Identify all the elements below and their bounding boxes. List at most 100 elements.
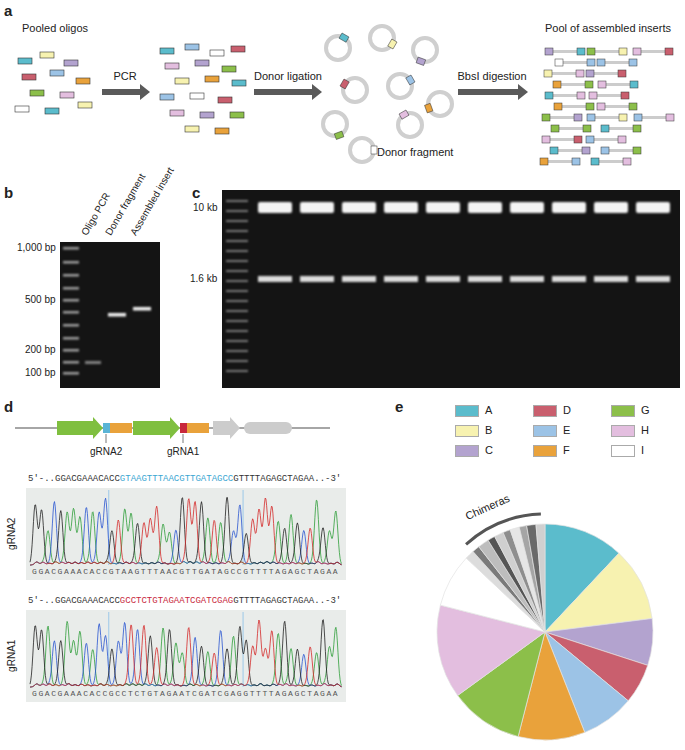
sequence-row: 5'-..GGACGAAACACCGTAAGTTTAACGTTGATAGCCGT… (28, 474, 341, 485)
scaffold-block (187, 423, 209, 433)
arrow-label: BbsI digestion (458, 70, 527, 83)
insert-end (587, 114, 595, 121)
insert-end (630, 81, 638, 88)
panel-letter: e (395, 398, 403, 415)
legend-label: D (563, 404, 571, 417)
gel-band (594, 202, 628, 213)
insert-body (548, 160, 572, 163)
ladder-label: 1,000 bp (17, 242, 56, 254)
oligo-fragment (76, 78, 90, 84)
gel-band (108, 313, 126, 317)
legend-swatch (611, 425, 635, 437)
insert-end (550, 147, 558, 154)
insert-end (577, 48, 585, 55)
insert-end (633, 147, 641, 154)
gel-band (342, 202, 376, 213)
arrow-label: Donor ligation (254, 70, 322, 83)
ladder-band (226, 270, 248, 272)
spacer-block (180, 423, 187, 433)
panel-letter: d (4, 398, 13, 415)
insert-end (597, 59, 605, 66)
pie-slice (527, 524, 545, 632)
gel-band (85, 361, 101, 364)
grna-label: gRNA1 (167, 446, 199, 458)
insert-body (550, 138, 574, 141)
ladder-label: 200 bp (25, 344, 56, 356)
oligo-fragment (215, 128, 229, 134)
oligo-fragment (18, 58, 32, 64)
donor-insert (425, 103, 433, 113)
ladder-label: 100 bp (25, 367, 56, 379)
insert-end (633, 125, 641, 132)
ladder-band (63, 337, 79, 340)
insert-end (629, 59, 637, 66)
insert-end (589, 92, 597, 99)
ladder-band (226, 330, 248, 332)
ladder-band (226, 300, 248, 302)
trace-curve (30, 620, 342, 687)
gel-band (258, 202, 292, 213)
ladder-band (226, 230, 248, 232)
oligo-fragment (200, 112, 214, 118)
gel-band (300, 276, 334, 282)
gel-band (384, 276, 418, 282)
insert-block (425, 103, 433, 113)
gel-band (552, 276, 586, 282)
oligo-fragment (160, 94, 174, 100)
trace-curve (30, 498, 342, 565)
legend-swatch (533, 445, 557, 457)
insert-end (621, 92, 629, 99)
ladder-band (226, 210, 248, 212)
gel-image (60, 242, 160, 388)
oligo-fragment (185, 44, 199, 50)
ladder-band (226, 340, 248, 342)
oligo-fragment (230, 112, 244, 118)
sequence-text: GCCTCTGTAGAATCGATCGAG (120, 596, 233, 606)
trace-curve (30, 623, 342, 688)
oligo-fragment (45, 108, 59, 114)
insert-end (553, 81, 561, 88)
legend-swatch (455, 405, 479, 417)
legend-label: E (563, 424, 570, 437)
insert-end (585, 81, 593, 88)
insert-end (619, 48, 627, 55)
insert-end (577, 92, 585, 99)
plasmid-ring (323, 112, 347, 136)
insert-block (388, 39, 397, 49)
donor-insert (406, 75, 415, 85)
donor-insert (340, 79, 349, 89)
insert-end (598, 81, 606, 88)
insert-block (339, 33, 349, 42)
insert-end (601, 147, 609, 154)
oligo-fragment (60, 92, 74, 98)
bracket-label: Chimeras (463, 491, 511, 522)
donor-insert (416, 57, 426, 65)
oligo-fragment (30, 90, 44, 96)
insert-block (406, 75, 415, 85)
insert-end (544, 70, 552, 77)
promoter-arrow (213, 417, 240, 439)
insert-body (642, 116, 666, 119)
legend-swatch (533, 425, 557, 437)
stage-label: Pooled oligos (22, 22, 88, 35)
insert-body (562, 105, 586, 108)
insert-end (545, 92, 553, 99)
donor-insert (339, 33, 349, 42)
process-arrow (102, 84, 150, 100)
legend-label: C (485, 444, 493, 457)
oligo-fragment (175, 78, 189, 84)
ladder-label: 10 kb (193, 202, 217, 214)
gel-band (342, 276, 376, 282)
oligo-fragment (222, 66, 236, 72)
insert-body (597, 94, 621, 97)
ladder-band (63, 274, 79, 277)
insert-end (574, 114, 582, 121)
ladder-band (226, 220, 248, 222)
ladder-band (63, 287, 79, 290)
insert-end (576, 70, 584, 77)
legend-swatch (533, 405, 557, 417)
oligo-fragment (231, 46, 245, 52)
panel-letter: b (4, 184, 13, 201)
insert-body (606, 83, 630, 86)
legend-label: A (485, 404, 492, 417)
